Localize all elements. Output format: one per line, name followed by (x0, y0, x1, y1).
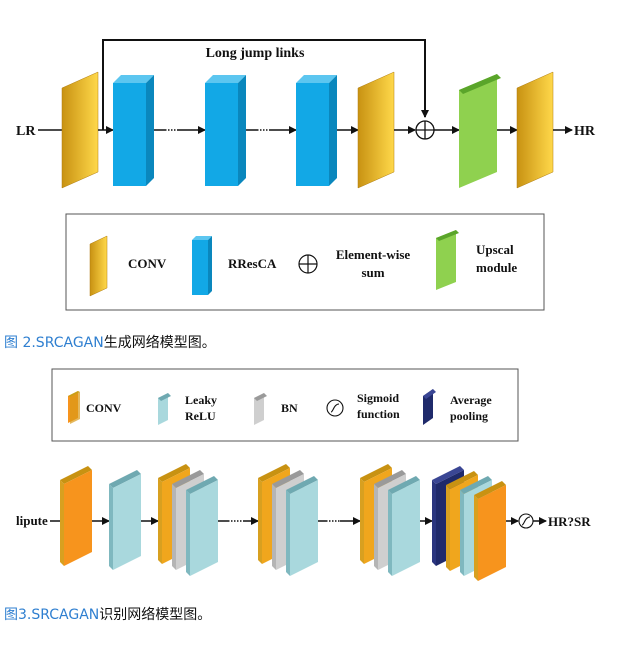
pooling-conv-group (432, 466, 506, 581)
figure2-caption-text: 识别网络模型图。 (99, 607, 212, 623)
input-label-lr: LR (16, 124, 36, 139)
rresca-block (296, 75, 337, 186)
element-wise-sum-icon (415, 120, 435, 140)
legend-box: CONV RResCA Element-wise sum Upscal modu… (65, 213, 545, 311)
figure1-caption-text: 生成网络模型图。 (103, 335, 216, 351)
input-label: lipute (16, 513, 48, 528)
conv-block (357, 71, 395, 189)
conv-bn-leaky-group (258, 464, 318, 576)
legend-avgpool-label-line2: pooling (450, 409, 488, 423)
long-jump-link-arrow (102, 39, 429, 130)
conv-block (516, 71, 554, 189)
conv-block (61, 71, 99, 189)
legend-upscale-label-line1: Upscal (476, 242, 514, 257)
sigmoid-icon (326, 399, 344, 417)
legend-conv-icon (68, 391, 80, 424)
upscale-module-block (459, 74, 501, 188)
conv-bn-leaky-group (360, 464, 420, 576)
legend-conv-icon (89, 235, 108, 297)
legend-conv-label: CONV (86, 401, 122, 415)
legend-sum-label-line2: sum (361, 265, 384, 280)
long-jump-link-label: Long jump links (206, 46, 305, 61)
figure1-caption: 图 2.SRCAGAN生成网络模型图。 (4, 332, 216, 352)
output-label-hr: HR (574, 124, 596, 139)
conv-bn-leaky-group (158, 464, 218, 576)
figure1-caption-link[interactable]: 图 2.SRCAGAN (4, 335, 104, 351)
legend-sigmoid-label-line2: function (357, 407, 400, 421)
leaky-relu-block (109, 470, 141, 570)
output-label: HR?SR (548, 514, 591, 529)
legend-rresca-icon (192, 236, 212, 295)
legend-avgpool-label-line1: Average (450, 393, 492, 407)
rresca-block (113, 75, 154, 186)
legend-upscale-label-line2: module (476, 260, 517, 275)
legend-sigmoid-label-line1: Sigmoid (357, 391, 399, 405)
legend-rresca-label: RResCA (228, 256, 277, 271)
conv-block (60, 466, 92, 566)
legend-leaky-label-line1: Leaky (185, 393, 217, 407)
sigmoid-icon (518, 513, 534, 529)
legend-sum-label-line1: Element-wise (336, 247, 411, 262)
legend-box: CONV Leaky ReLU BN Sigmoid function (51, 368, 519, 442)
rresca-block (205, 75, 246, 186)
figure2-caption-link[interactable]: 图3.SRCAGAN (4, 607, 100, 623)
legend-sum-icon (298, 254, 318, 274)
discriminator-diagram: CONV Leaky ReLU BN Sigmoid function (16, 368, 591, 581)
legend-leaky-label-line2: ReLU (185, 409, 216, 423)
legend-average-pooling-icon (423, 389, 436, 425)
legend-leaky-relu-icon (158, 393, 171, 425)
generator-diagram: Long jump links LR (16, 39, 596, 311)
legend-bn-icon (254, 393, 267, 425)
legend-bn-label: BN (281, 401, 298, 415)
legend-conv-label: CONV (128, 256, 167, 271)
legend-upscale-icon (436, 230, 459, 290)
figure2-caption: 图3.SRCAGAN识别网络模型图。 (4, 604, 211, 624)
